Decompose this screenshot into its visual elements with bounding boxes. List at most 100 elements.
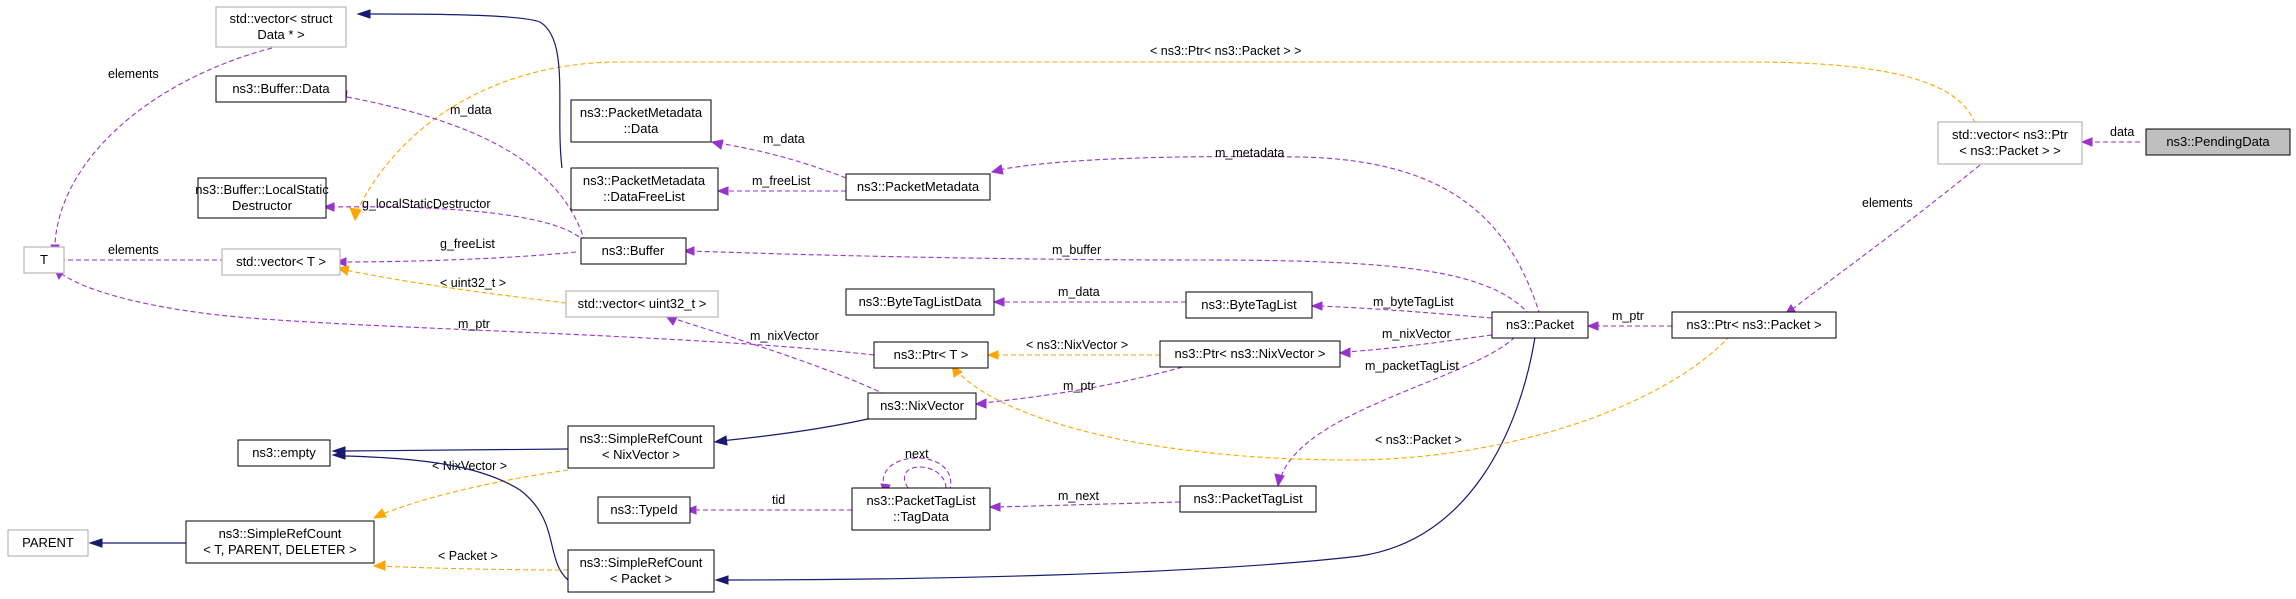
edge-label-m-next: m_next	[1058, 489, 1100, 503]
node-label: std::vector< uint32_t >	[578, 296, 707, 311]
node-buffer-localstatic[interactable]: ns3::Buffer::LocalStatic Destructor	[195, 177, 329, 219]
node-nixvector[interactable]: ns3::NixVector	[867, 392, 977, 420]
edge-inherit-datafreelist	[356, 9, 563, 169]
node-label: ::TagData	[893, 509, 949, 524]
edge-m-next: m_next	[988, 489, 1181, 512]
edge-label-m-ptr-T: m_ptr	[458, 317, 490, 331]
node-simplerefcount-nixvector[interactable]: ns3::SimpleRefCount < NixVector >	[567, 425, 715, 469]
node-ptr-packet[interactable]: ns3::Ptr< ns3::Packet >	[1671, 311, 1837, 339]
node-pendingdata[interactable]: ns3::PendingData	[2145, 128, 2291, 156]
node-label: ns3::PacketTagList	[1193, 491, 1303, 506]
node-packetmetadata-data[interactable]: ns3::PacketMetadata ::Data	[570, 99, 712, 143]
edge-label-m-freelist: m_freeList	[752, 174, 811, 188]
edge-inherit-src-packet-empty	[331, 450, 569, 581]
node-packettaglist-tagdata[interactable]: ns3::PacketTagList ::TagData	[851, 487, 991, 531]
edge-m-buffer: m_buffer	[682, 243, 1531, 316]
edge-m-data-buffer: m_data	[334, 90, 586, 243]
node-vector-uint32[interactable]: std::vector< uint32_t >	[565, 290, 719, 318]
node-label: < ns3::Packet > >	[1959, 143, 2061, 158]
edge-template-ptr-nix: < ns3::NixVector >	[986, 338, 1160, 360]
edge-g-localstatic: g_localStaticDestructor	[322, 197, 586, 243]
edge-label-ptr-packet-template: < ns3::Ptr< ns3::Packet > >	[1150, 44, 1301, 58]
node-label: ns3::PacketTagList	[866, 493, 976, 508]
edge-label-uint32: < uint32_t >	[440, 276, 506, 290]
node-label: ns3::TypeId	[610, 502, 677, 517]
node-label: < NixVector >	[602, 447, 680, 462]
edge-label-m-data-buffer: m_data	[450, 103, 492, 117]
node-bytetaglistdata[interactable]: ns3::ByteTagListData	[845, 288, 995, 316]
node-label: ns3::Buffer	[602, 243, 665, 258]
node-packettaglist[interactable]: ns3::PacketTagList	[1179, 485, 1317, 513]
node-label: ns3::Buffer::Data	[232, 81, 330, 96]
node-vector-ptr-packet[interactable]: std::vector< ns3::Ptr < ns3::Packet > >	[1937, 121, 2083, 165]
edge-inherit-packet-src	[714, 336, 1536, 585]
edge-m-ptr-packet: m_ptr	[1586, 309, 1672, 331]
edge-m-freelist: m_freeList	[716, 174, 846, 196]
node-label: ns3::empty	[252, 445, 316, 460]
edge-label-m-ptr-nix: m_ptr	[1063, 379, 1095, 393]
edge-label-g-freelist: g_freeList	[440, 237, 495, 251]
node-bytetaglist[interactable]: ns3::ByteTagList	[1185, 291, 1313, 319]
node-empty[interactable]: ns3::empty	[237, 439, 331, 467]
node-label: Destructor	[232, 198, 293, 213]
edge-label-m-nixvector-ptr: m_nixVector	[750, 329, 819, 343]
edge-m-metadata: m_metadata	[990, 146, 1541, 316]
edge-label-next: next	[905, 447, 929, 461]
node-label: ns3::Ptr< T >	[894, 347, 969, 362]
edge-template-vector-ptr-packet: < ns3::Ptr< ns3::Packet > >	[349, 44, 1976, 222]
node-packet[interactable]: ns3::Packet	[1491, 311, 1589, 339]
edge-label-elements-vec: elements	[1862, 196, 1913, 210]
node-buffer-data[interactable]: ns3::Buffer::Data	[215, 75, 347, 103]
node-label: ns3::Buffer::LocalStatic	[195, 182, 329, 197]
node-parent[interactable]: PARENT	[7, 529, 89, 557]
edge-label-g-localstatic: g_localStaticDestructor	[362, 197, 491, 211]
node-packetmetadata-datafreelist[interactable]: ns3::PacketMetadata ::DataFreeList	[570, 167, 719, 211]
node-ptr-nixvector[interactable]: ns3::Ptr< ns3::NixVector >	[1159, 340, 1341, 368]
node-label: T	[40, 252, 48, 267]
edge-label-m-data-pm: m_data	[763, 132, 805, 146]
node-ptr-T[interactable]: ns3::Ptr< T >	[873, 341, 989, 369]
node-label: PARENT	[22, 535, 74, 550]
node-vector-struct-data[interactable]: std::vector< struct Data * >	[215, 6, 347, 48]
node-label: ns3::PacketMetadata	[580, 105, 703, 120]
edge-m-ptr-nix: m_ptr	[974, 364, 1191, 409]
node-label: ns3::SimpleRefCount	[580, 431, 703, 446]
node-typeid[interactable]: ns3::TypeId	[597, 496, 691, 524]
node-label: ns3::Packet	[1506, 317, 1574, 332]
edge-label-nixvector-template: < NixVector >	[432, 459, 507, 473]
edge-elements-vec: elements	[1784, 164, 1981, 316]
edge-template-ptr-packet: < ns3::Packet >	[951, 335, 1731, 461]
node-vector-T[interactable]: std::vector< T >	[221, 248, 341, 276]
node-T[interactable]: T	[23, 246, 65, 274]
node-label: ns3::NixVector	[880, 398, 964, 413]
node-label: std::vector< T >	[236, 254, 326, 269]
edge-label-elements-struct: elements	[108, 67, 159, 81]
edge-label-m-bytetaglist: m_byteTagList	[1373, 295, 1454, 309]
edge-m-data-pm: m_data	[710, 132, 847, 179]
edge-m-packettaglist: m_packetTagList	[1274, 336, 1516, 488]
node-simplerefcount-packet[interactable]: ns3::SimpleRefCount < Packet >	[567, 549, 715, 593]
node-label: ns3::ByteTagListData	[859, 294, 983, 309]
node-label: ::DataFreeList	[603, 189, 685, 204]
node-label: ns3::Ptr< ns3::Packet >	[1686, 317, 1821, 332]
edge-label-m-buffer: m_buffer	[1052, 243, 1101, 257]
node-label: ns3::SimpleRefCount	[219, 526, 342, 541]
edge-m-bytetaglist: m_byteTagList	[1310, 295, 1493, 319]
edge-tid: tid	[684, 493, 852, 515]
edges: < ns3::Ptr< ns3::Packet > > elements m_d…	[50, 9, 2140, 585]
edge-inherit-src-nix-empty	[331, 446, 569, 456]
edge-label-m-packettaglist: m_packetTagList	[1365, 359, 1459, 373]
edge-label-m-nixvector-packet: m_nixVector	[1382, 327, 1451, 341]
edge-elements-T: elements	[52, 243, 225, 265]
node-label: std::vector< ns3::Ptr	[1952, 127, 2069, 142]
node-packetmetadata[interactable]: ns3::PacketMetadata	[845, 173, 991, 201]
node-simplerefcount-tpd[interactable]: ns3::SimpleRefCount < T, PARENT, DELETER…	[185, 520, 375, 564]
node-label: ::Data	[624, 121, 659, 136]
edge-m-nixvector-packet: m_nixVector	[1338, 327, 1493, 358]
edge-label-nixvector-ptr-template: < ns3::NixVector >	[1026, 338, 1128, 352]
edge-inherit-parent	[88, 538, 186, 548]
node-buffer[interactable]: ns3::Buffer	[580, 237, 687, 265]
edge-m-nixvector-vec: m_nixVector	[664, 315, 901, 403]
